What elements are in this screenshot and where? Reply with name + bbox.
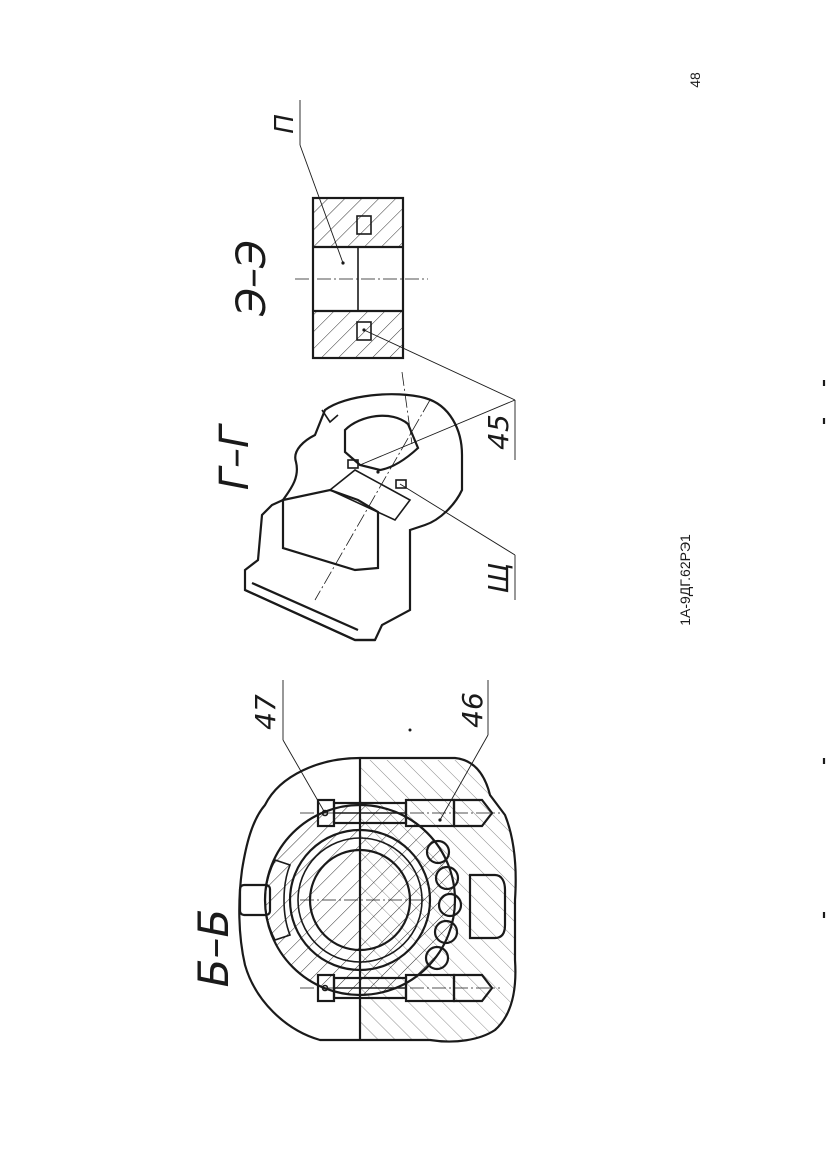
section-g-g-view	[243, 371, 464, 642]
upper-bolt	[300, 798, 500, 828]
section-g-g-label: Г–Г	[212, 423, 258, 490]
section-e-e-view	[295, 196, 428, 360]
section-e-e-label: Э–Э	[229, 240, 275, 317]
section-g-g-title: Г–Г	[212, 423, 258, 490]
callout-shch-label: Щ	[482, 563, 515, 594]
callout-45: 45	[359, 329, 516, 466]
callout-46-label: 46	[456, 692, 489, 728]
section-e-e-title: Э–Э	[229, 240, 275, 317]
lower-bolt	[300, 973, 500, 1003]
section-b-b-title: Б–Б	[189, 909, 238, 988]
page-number-text: 48	[687, 72, 703, 88]
section-b-b-label: Б–Б	[189, 909, 238, 988]
document-code: 1А-9ДГ.62РЭ1	[677, 534, 693, 626]
document-code-text: 1А-9ДГ.62РЭ1	[677, 534, 693, 626]
callout-47-label: 47	[249, 694, 282, 730]
callout-45-label: 45	[482, 414, 515, 450]
callout-46: 46	[439, 680, 489, 821]
callout-47: 47	[249, 680, 326, 814]
callout-p: П	[270, 100, 344, 264]
section-b-b-view	[238, 756, 517, 1043]
page-number: 48	[687, 72, 703, 88]
callout-shch: Щ	[399, 483, 516, 600]
callout-p-label: П	[270, 114, 300, 134]
